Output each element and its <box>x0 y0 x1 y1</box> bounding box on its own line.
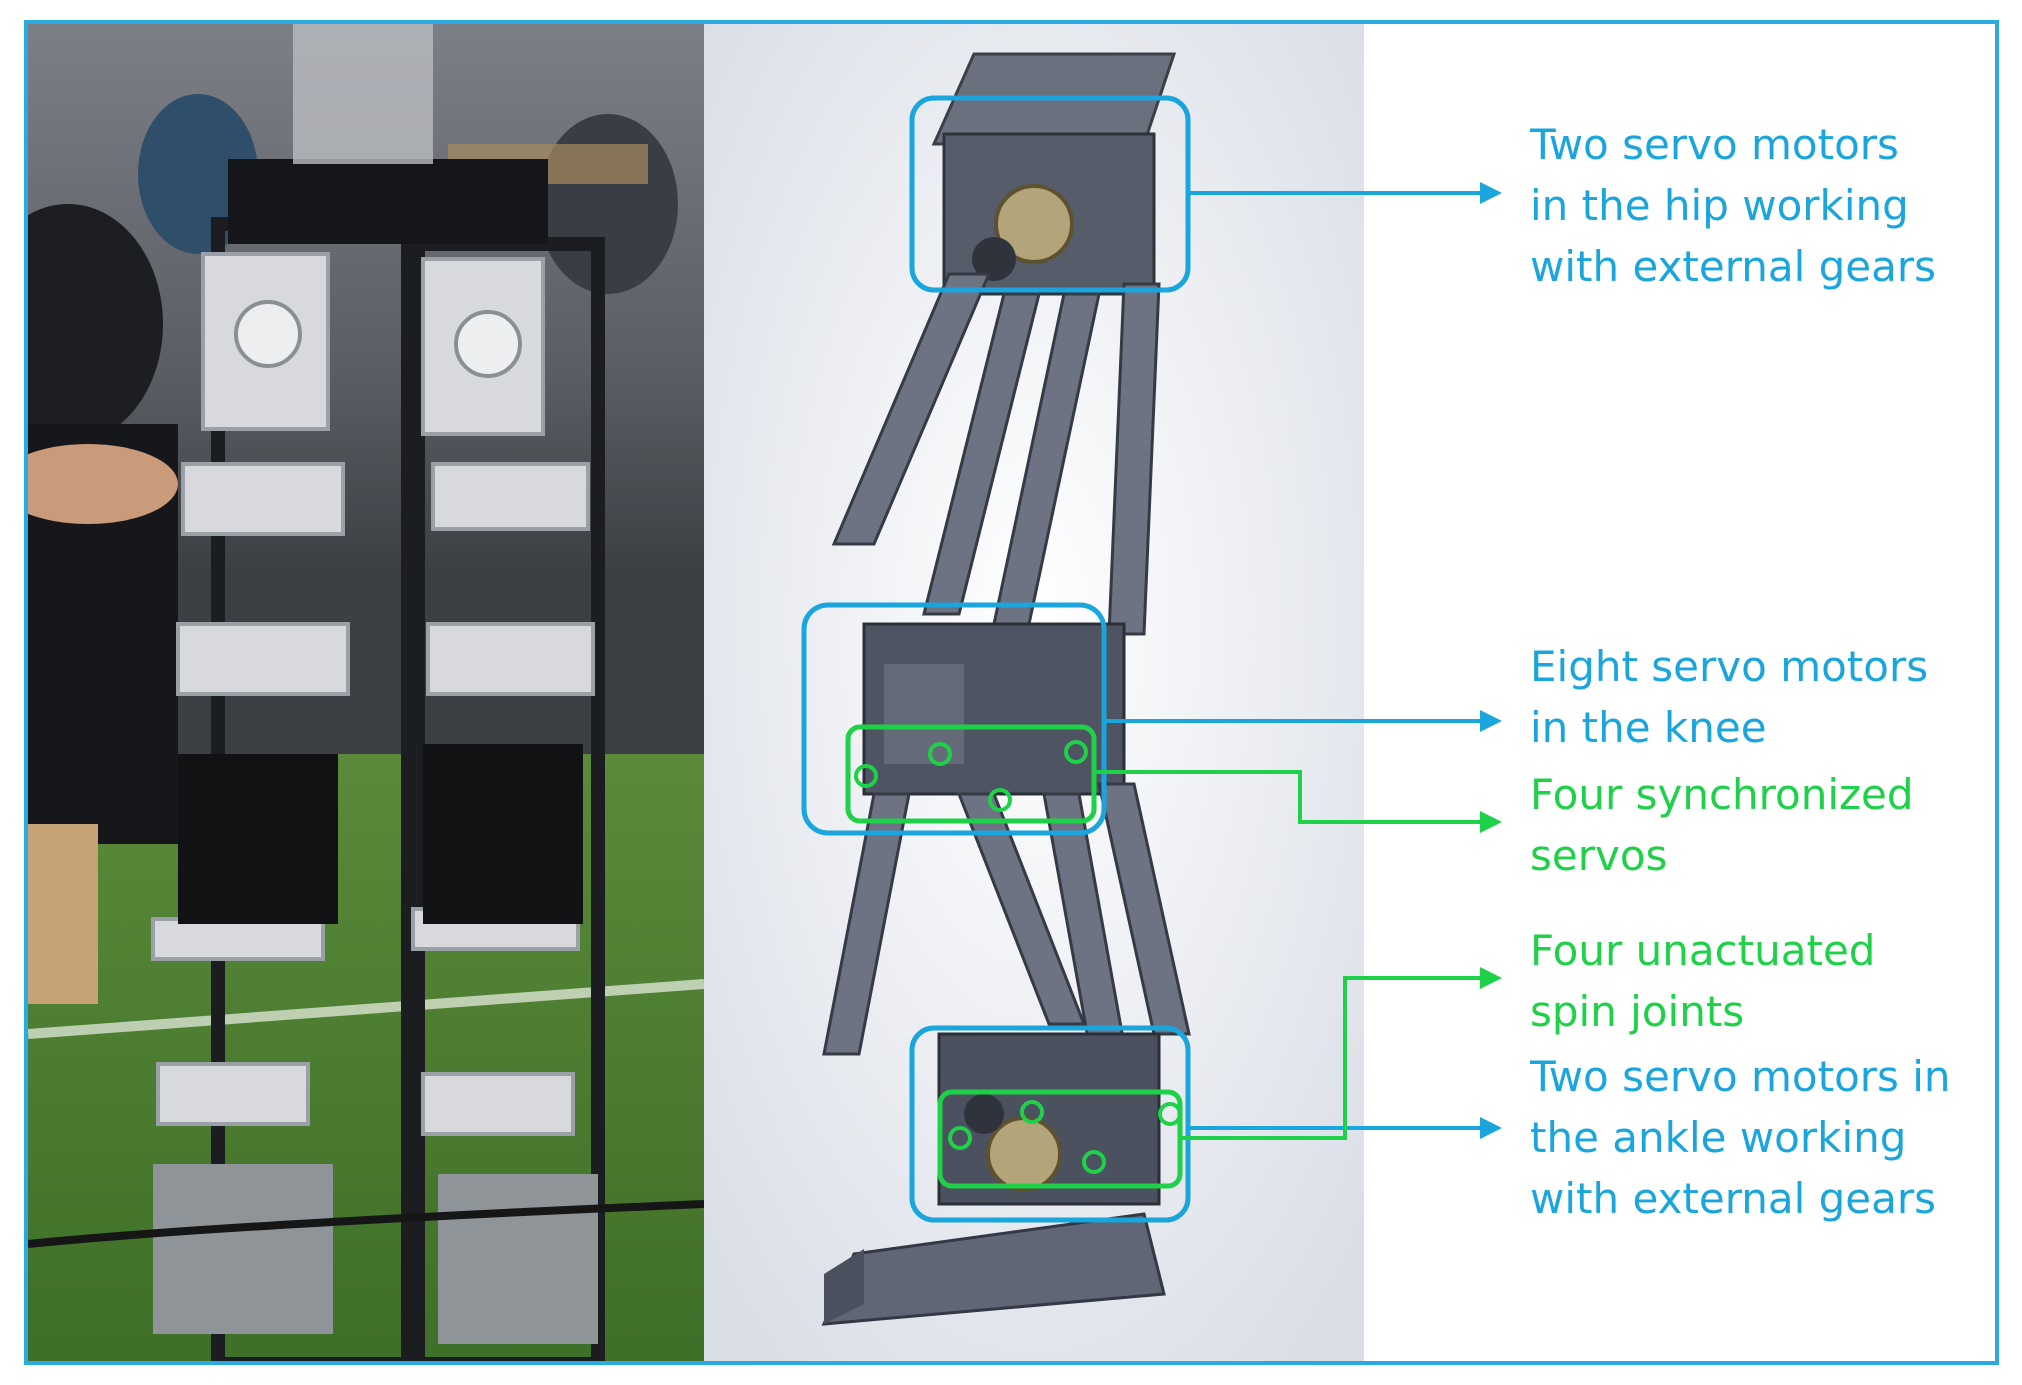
cad-model <box>704 24 1364 1361</box>
robot-photo <box>28 24 704 1361</box>
ankle-label: Two servo motors in the ankle working wi… <box>1530 1052 1951 1223</box>
knee-label: Eight servo motors in the knee <box>1530 642 1929 752</box>
hip-label: Two servo motors in the hip working with… <box>1530 120 1937 291</box>
unactuated-label: Four unactuated spin joints <box>1530 926 1876 1036</box>
synchronized-label: Four synchronized servos <box>1530 770 1914 880</box>
